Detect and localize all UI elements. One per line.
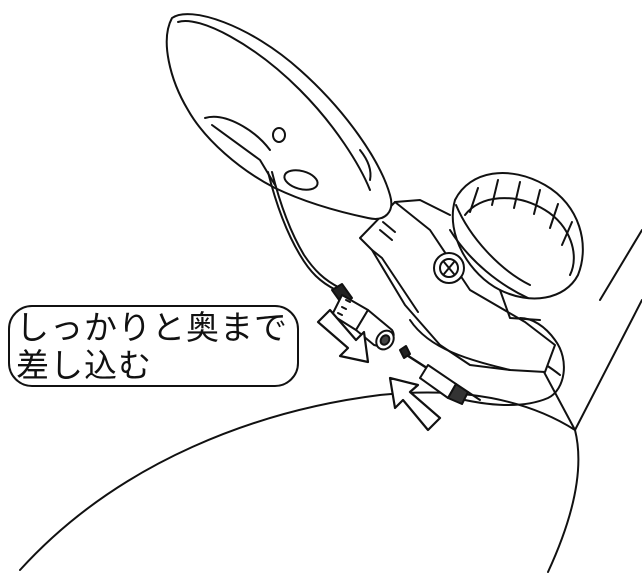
instruction-callout: しっかりと奥まで 差し込む — [8, 305, 299, 387]
cable-plug-male — [399, 345, 481, 405]
arrow-insert-plug — [388, 376, 442, 432]
sensor-head — [165, 13, 393, 220]
cable — [267, 171, 565, 406]
arrow-insert-connector — [316, 308, 370, 364]
adjustment-knob — [449, 172, 584, 321]
cable-connector-female — [331, 283, 395, 351]
instruction-line-1: しっかりと奥まで — [16, 308, 288, 347]
mount-bracket — [359, 199, 556, 373]
instruction-line-2: 差し込む — [16, 346, 152, 385]
